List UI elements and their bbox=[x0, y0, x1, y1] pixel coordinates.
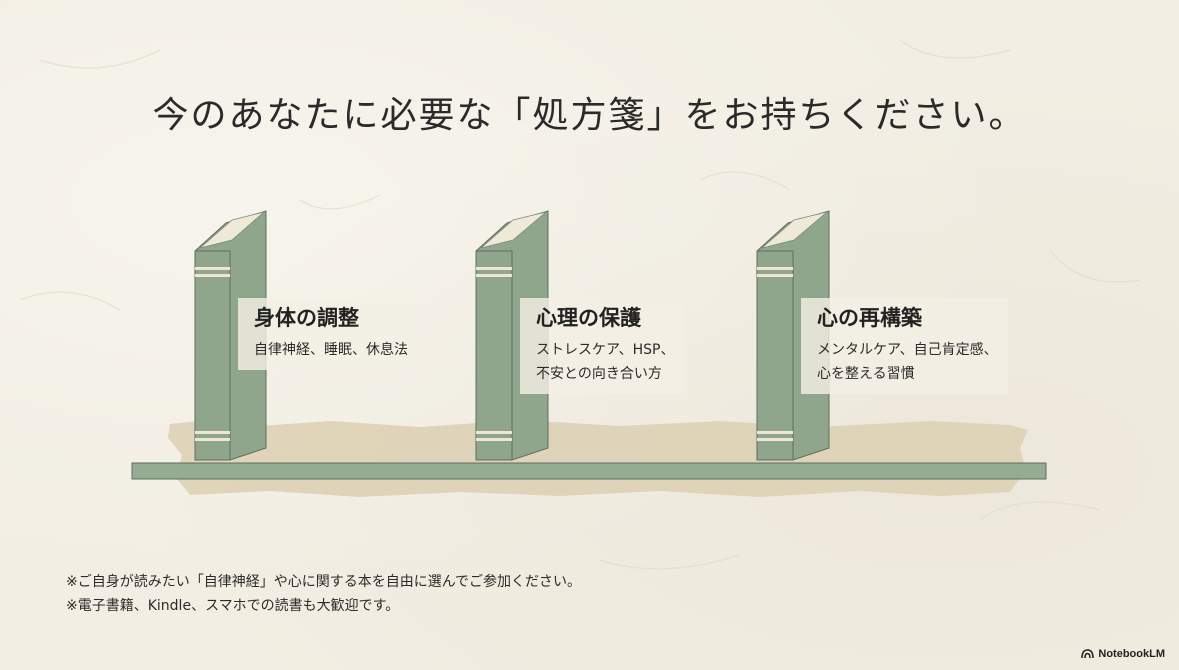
washi-tape bbox=[168, 420, 1028, 497]
page-title: 今のあなたに必要な「処方箋」をお持ちください。 bbox=[152, 95, 1027, 136]
book-heading: 心の再構築 bbox=[817, 306, 922, 330]
book-label-1: 身体の調整 自律神経、睡眠、休息法 bbox=[238, 298, 418, 370]
shelf-board bbox=[131, 462, 1047, 480]
book-description: 自律神経、睡眠、休息法 bbox=[254, 342, 408, 358]
book-1 bbox=[194, 210, 267, 461]
book-description: メンタルケア、自己肯定感、 心を整える習慣 bbox=[817, 342, 998, 382]
book-heading: 身体の調整 bbox=[254, 306, 359, 330]
notebooklm-logo-icon bbox=[1081, 649, 1095, 659]
footnotes: ※ご自身が読みたい「自律神経」や心に関する本を自由に選んでご参加ください。 ※電… bbox=[66, 570, 581, 618]
book-description: ストレスケア、HSP、 不安との向き合い方 bbox=[536, 342, 675, 382]
footnote: ※電子書籍、Kindle、スマホでの読書も大歓迎です。 bbox=[66, 598, 400, 614]
book-2 bbox=[475, 210, 549, 461]
book-label-3: 心の再構築 メンタルケア、自己肯定感、 心を整える習慣 bbox=[801, 298, 1008, 394]
book-heading: 心理の保護 bbox=[536, 306, 641, 330]
brand-watermark: NotebookLM bbox=[1081, 648, 1165, 660]
book-3 bbox=[756, 210, 830, 461]
brand-name: NotebookLM bbox=[1098, 648, 1165, 660]
footnote: ※ご自身が読みたい「自律神経」や心に関する本を自由に選んでご参加ください。 bbox=[66, 574, 582, 590]
book-label-2: 心理の保護 ストレスケア、HSP、 不安との向き合い方 bbox=[520, 298, 685, 394]
